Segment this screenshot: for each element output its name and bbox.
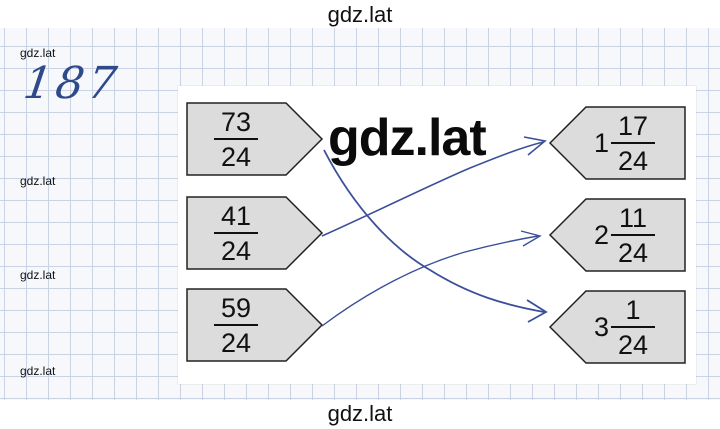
exercise-number: 187 bbox=[20, 58, 124, 109]
bottom-strip bbox=[0, 400, 720, 429]
numerator: 59 bbox=[220, 293, 252, 323]
whole-part: 2 bbox=[594, 220, 610, 250]
denominator: 24 bbox=[618, 146, 649, 176]
denominator: 24 bbox=[618, 238, 649, 268]
fraction-bar bbox=[214, 232, 258, 234]
watermark-left-4: gdz.lat bbox=[20, 364, 56, 378]
fraction-bar bbox=[611, 234, 656, 236]
numerator: 73 bbox=[220, 107, 252, 137]
denominator: 24 bbox=[220, 142, 252, 172]
denominator: 24 bbox=[618, 330, 649, 360]
watermark-top: gdz.lat bbox=[327, 2, 393, 27]
denominator: 24 bbox=[220, 328, 252, 358]
fraction-left-2: 41 24 bbox=[214, 201, 258, 266]
fraction-bar bbox=[214, 138, 258, 140]
fraction-bar bbox=[214, 324, 258, 326]
mixed-number-2: 2 11 24 bbox=[594, 203, 656, 268]
watermark-bottom: gdz.lat bbox=[327, 401, 393, 426]
whole-part: 3 bbox=[594, 312, 610, 342]
numerator: 11 bbox=[619, 203, 648, 233]
watermark-left-3: gdz.lat bbox=[20, 268, 56, 282]
watermark-center: gdz.lat bbox=[328, 109, 487, 167]
top-strip bbox=[0, 0, 720, 28]
fraction-left-3: 59 24 bbox=[214, 293, 258, 358]
mixed-number-3: 3 1 24 bbox=[594, 295, 656, 360]
numerator: 1 bbox=[625, 295, 641, 325]
fraction-left-1: 73 24 bbox=[214, 107, 258, 172]
numerator: 41 bbox=[220, 201, 252, 231]
fraction: 11 24 bbox=[611, 203, 656, 268]
fraction-bar bbox=[611, 326, 656, 328]
fraction: 17 24 bbox=[611, 111, 656, 176]
fraction-bar bbox=[611, 142, 656, 144]
mixed-number-1: 1 17 24 bbox=[594, 111, 656, 176]
watermark-left-2: gdz.lat bbox=[20, 174, 56, 188]
fraction: 1 24 bbox=[611, 295, 656, 360]
numerator: 17 bbox=[618, 111, 649, 141]
whole-part: 1 bbox=[594, 128, 610, 158]
watermark-left-1: gdz.lat bbox=[20, 46, 56, 60]
denominator: 24 bbox=[220, 236, 252, 266]
